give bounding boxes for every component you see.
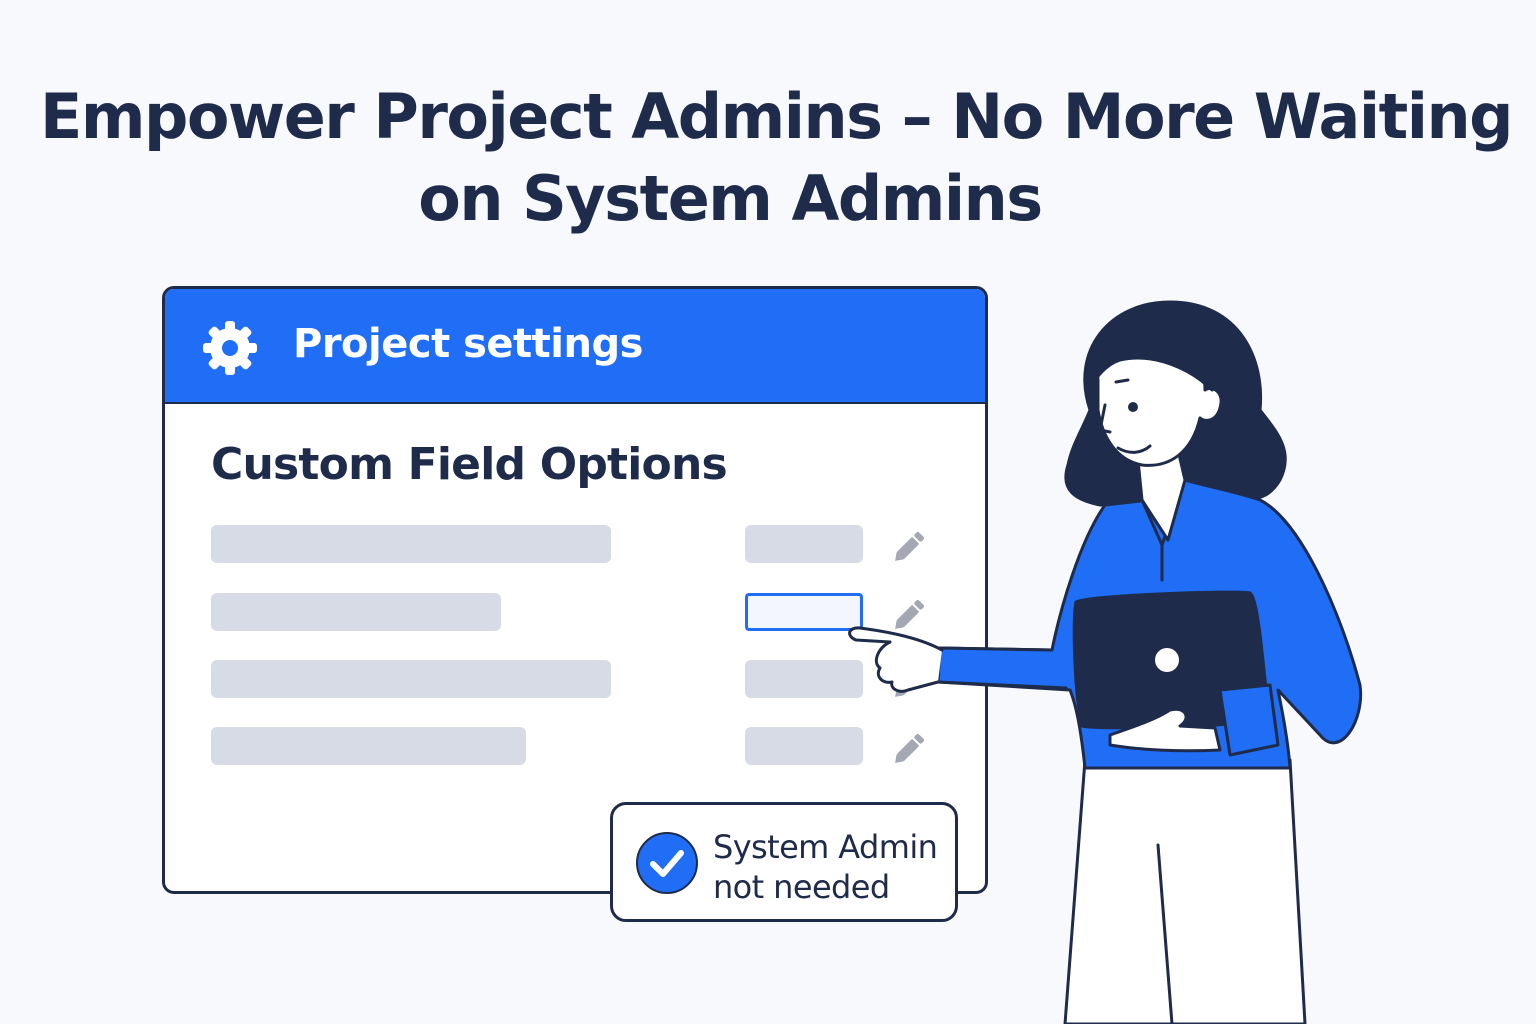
- badge-line-1: System Admin: [713, 828, 938, 866]
- option-name-placeholder-3: [211, 660, 611, 698]
- system-admin-not-needed-badge: System Admin not needed: [610, 802, 958, 922]
- admin-person-illustration: [848, 300, 1363, 1024]
- project-settings-header: Project settings: [165, 289, 985, 404]
- project-settings-title: Project settings: [293, 321, 643, 367]
- badge-line-2: not needed: [713, 868, 890, 906]
- pencil-icon[interactable]: [891, 527, 929, 565]
- option-value-field-1[interactable]: [745, 525, 863, 563]
- option-value-field-3[interactable]: [745, 660, 863, 698]
- headline-line-1: Empower Project Admins – No More Waiting: [40, 80, 1514, 153]
- headline: Empower Project Admins – No More Waiting…: [40, 76, 1514, 240]
- pencil-icon[interactable]: [891, 729, 929, 767]
- badge-text: System Admin not needed: [713, 827, 938, 907]
- option-value-field-4[interactable]: [745, 727, 863, 765]
- pencil-icon[interactable]: [891, 595, 929, 633]
- option-name-placeholder-2: [211, 593, 501, 631]
- option-name-placeholder-1: [211, 525, 611, 563]
- headline-line-2: on System Admins: [418, 162, 1043, 235]
- project-settings-window: Project settings Custom Field Options: [162, 286, 988, 894]
- option-value-field-active[interactable]: [745, 593, 863, 631]
- option-name-placeholder-4: [211, 727, 526, 765]
- check-circle-icon: [636, 832, 698, 894]
- gear-icon[interactable]: [201, 319, 259, 377]
- custom-field-options-title: Custom Field Options: [211, 439, 728, 490]
